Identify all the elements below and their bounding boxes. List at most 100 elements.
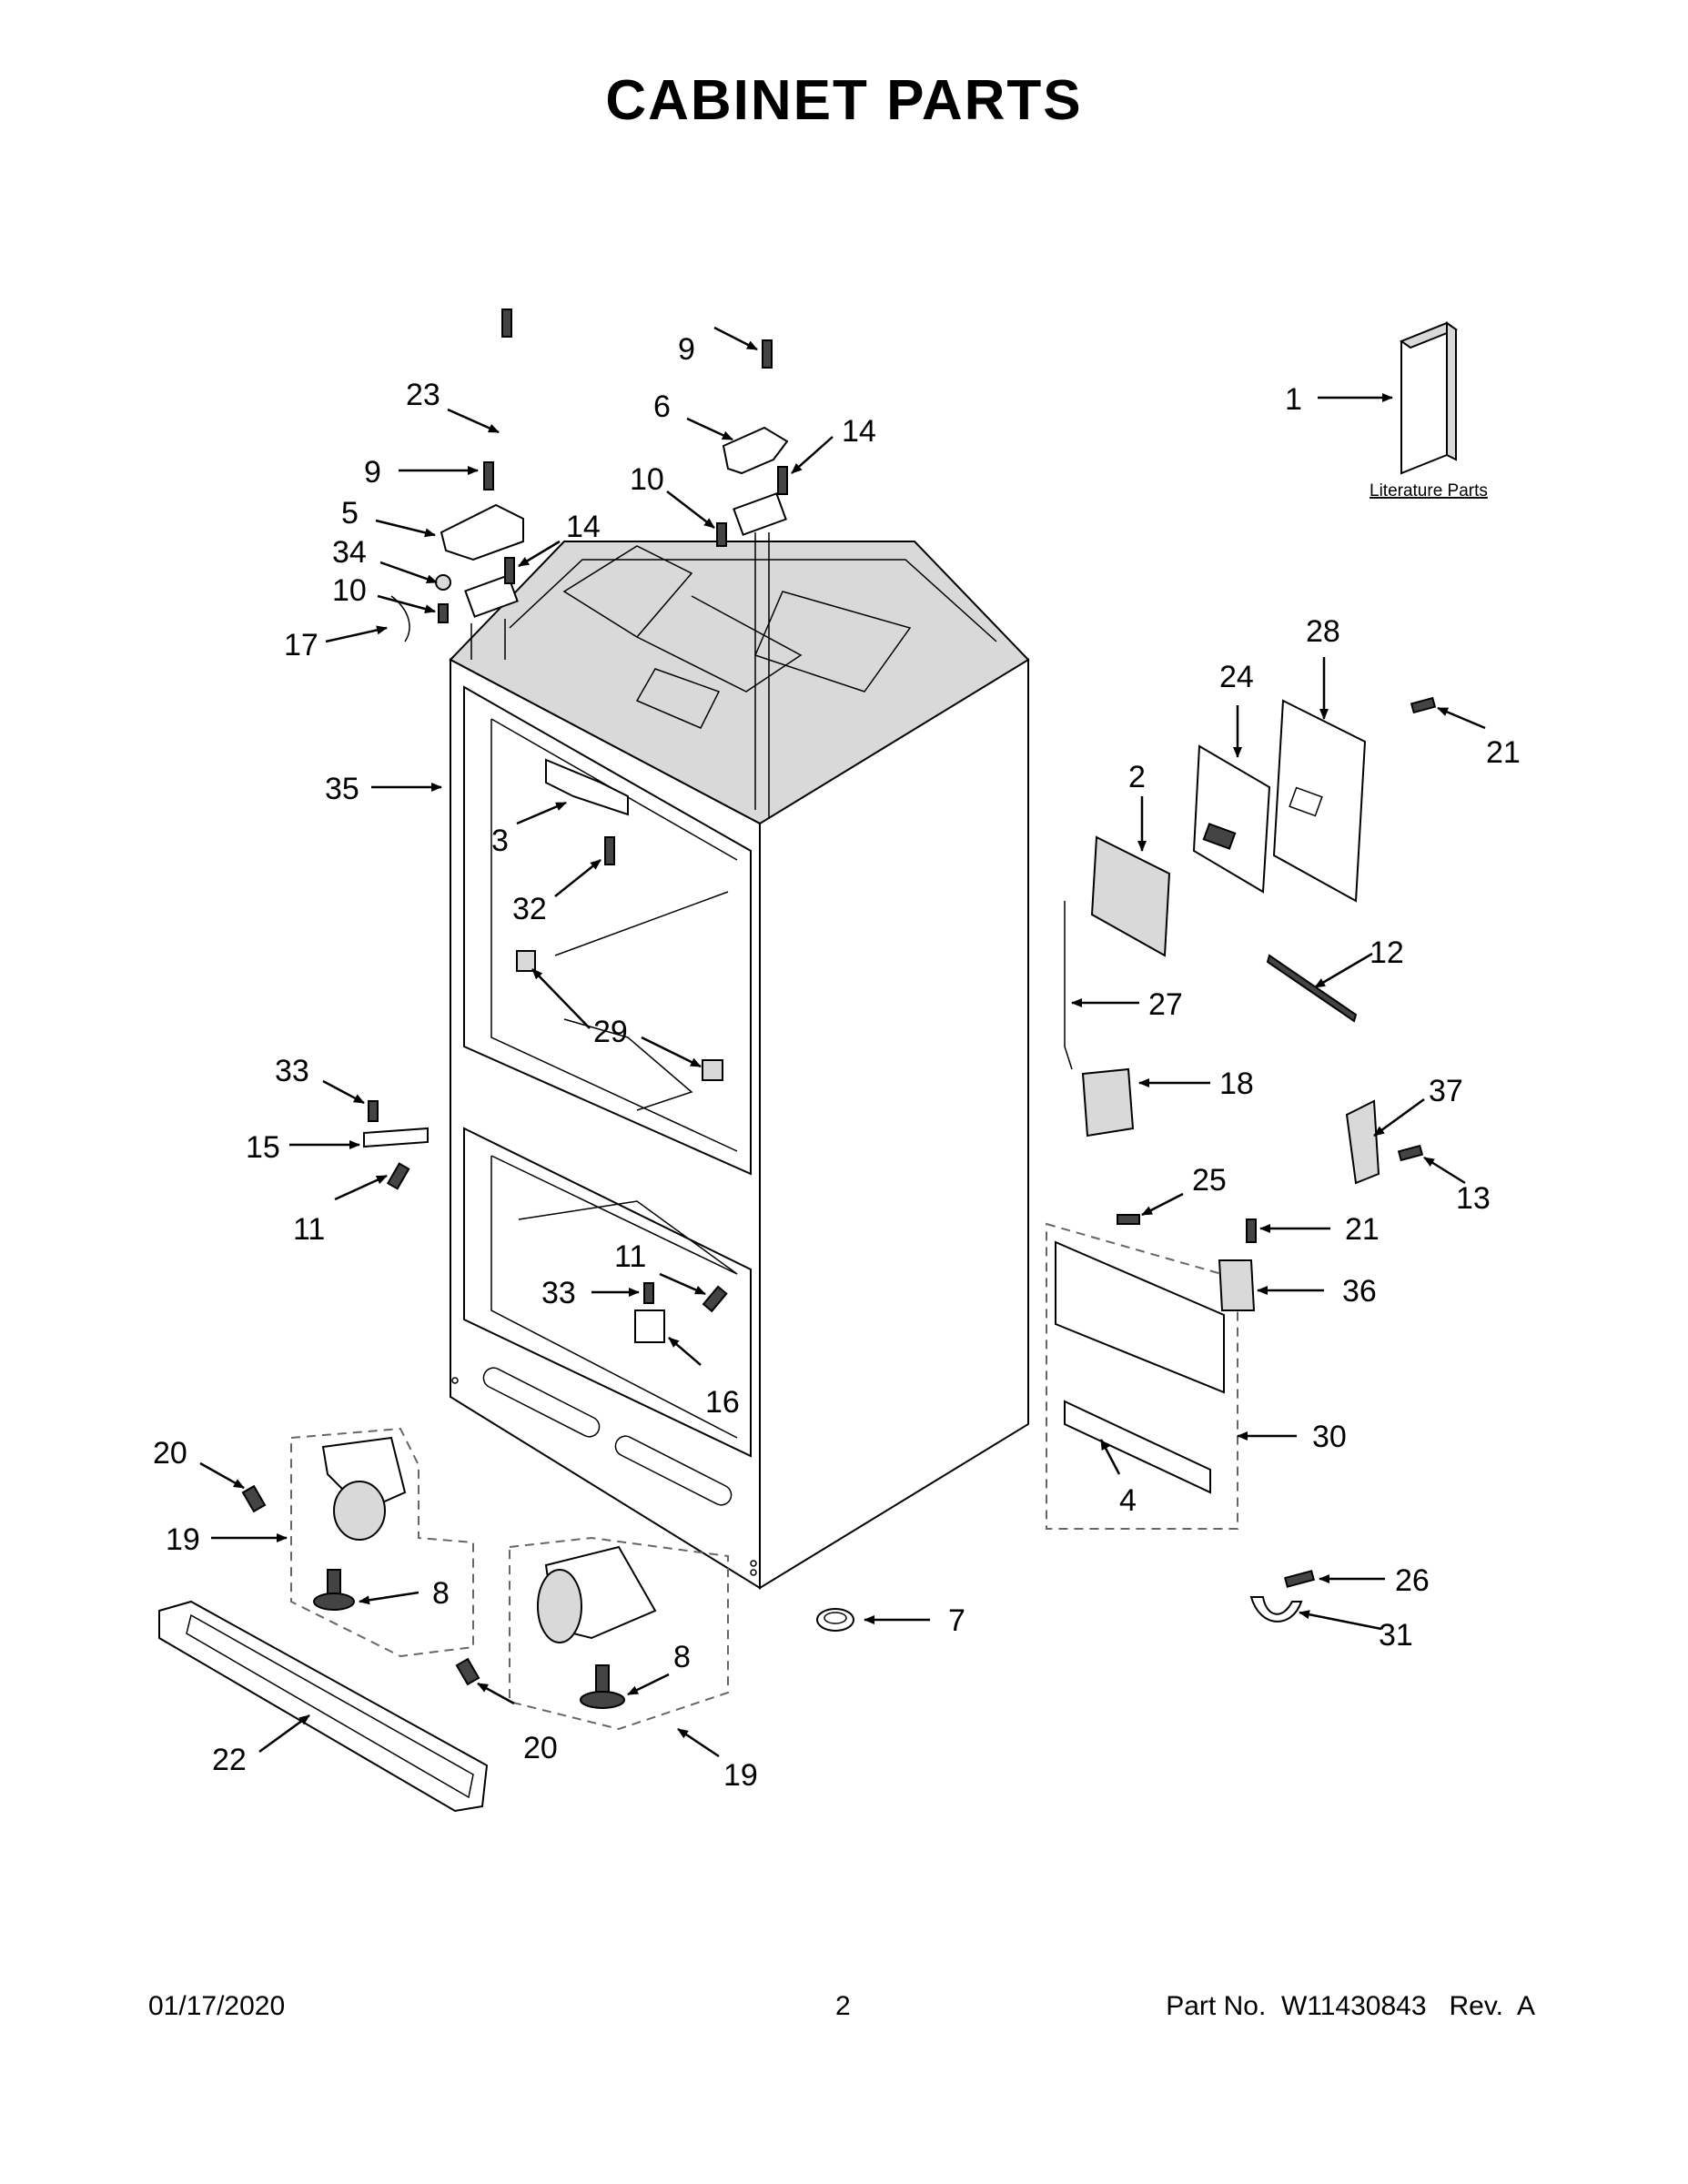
callout-c4: 4 — [1119, 1483, 1137, 1518]
part-18 — [1081, 1067, 1135, 1138]
callout-c22: 22 — [212, 1743, 247, 1777]
screw-25 — [1117, 1214, 1140, 1225]
bracket-37 — [1345, 1099, 1380, 1185]
cover-24 — [1192, 744, 1271, 894]
base-grille-22 — [158, 1600, 489, 1813]
part-29-lower — [702, 1059, 723, 1081]
right-bracket-group — [1345, 1099, 1424, 1185]
callout-c33a: 33 — [275, 1054, 309, 1088]
callout-c3: 3 — [491, 824, 509, 858]
callout-c36: 36 — [1342, 1274, 1377, 1309]
right-electronics-group — [1064, 696, 1437, 1138]
screw-21-bottom — [1246, 1218, 1257, 1243]
part-29-upper — [516, 950, 536, 972]
bushing-33-left — [368, 1100, 379, 1122]
callout-c35: 35 — [325, 772, 359, 806]
callout-c9b: 9 — [678, 332, 695, 367]
part-3 — [545, 758, 629, 816]
roller-wheel-center — [537, 1569, 582, 1643]
callout-c11b: 11 — [614, 1239, 646, 1274]
part-12 — [1266, 954, 1358, 1023]
interior-parts — [516, 758, 723, 1081]
callout-c17: 17 — [284, 628, 318, 662]
leveling-foot-left — [313, 1592, 355, 1611]
callout-c21a: 21 — [1486, 735, 1521, 770]
callout-c11a: 11 — [293, 1212, 325, 1247]
screw-9-center — [762, 339, 773, 369]
screw-14-center — [777, 466, 788, 495]
part-36 — [1218, 1259, 1256, 1311]
roller-wheel-left — [333, 1481, 386, 1541]
control-board-2 — [1090, 835, 1171, 957]
right-lower-panel-group — [1046, 1214, 1257, 1530]
callout-c14a: 14 — [566, 510, 601, 544]
screw-20-left — [241, 1484, 267, 1513]
wire-27 — [1064, 901, 1073, 1070]
misc-parts — [816, 1570, 1316, 1632]
strip-4 — [1064, 1400, 1211, 1494]
screw-26 — [1283, 1570, 1316, 1588]
callout-c19a: 19 — [166, 1522, 200, 1557]
callout-c26: 26 — [1395, 1563, 1430, 1598]
hinge-15 — [363, 1127, 429, 1148]
panel-assembly-30 — [1046, 1222, 1238, 1530]
callout-c8a: 8 — [432, 1576, 450, 1611]
hinge-cover-5 — [440, 503, 524, 561]
callout-c32: 32 — [512, 892, 547, 926]
screw-20-center — [455, 1657, 480, 1686]
hinge-plate-center — [733, 492, 787, 536]
callout-c37: 37 — [1429, 1074, 1463, 1108]
cabinet-body — [449, 541, 1030, 1590]
callout-c29: 29 — [593, 1015, 628, 1049]
callout-c10b: 10 — [630, 462, 664, 497]
screw-21-top — [1410, 696, 1437, 714]
callout-c18: 18 — [1219, 1067, 1254, 1101]
callout-c16: 16 — [705, 1385, 740, 1420]
screw-10-center — [716, 522, 727, 547]
callout-c7: 7 — [948, 1603, 965, 1638]
callout-c25: 25 — [1192, 1163, 1227, 1198]
footer-page-number: 2 — [835, 1991, 851, 2021]
panel-30 — [1055, 1240, 1225, 1394]
callout-c33b: 33 — [541, 1276, 576, 1310]
hinge-cover-6 — [722, 426, 789, 475]
callouts: 1 2 3 4 5 6 7 8 8 9 9 10 10 11 11 12 13 — [153, 326, 1521, 1793]
callout-c8b: 8 — [673, 1640, 691, 1674]
wire-17 — [390, 595, 410, 642]
bushing-33-center — [643, 1282, 654, 1304]
callout-c19b: 19 — [723, 1758, 758, 1793]
callout-c20b: 20 — [523, 1731, 558, 1765]
callout-c2: 2 — [1128, 760, 1146, 794]
left-roller-group — [241, 1427, 474, 1658]
callout-c20a: 20 — [153, 1436, 187, 1471]
hinge-16 — [634, 1309, 665, 1343]
callout-c1: 1 — [1285, 382, 1302, 417]
top-center-hinge-group — [716, 339, 789, 819]
screw-13 — [1397, 1144, 1424, 1162]
cover-28 — [1272, 699, 1367, 903]
literature-parts-label: Literature Parts — [1370, 481, 1488, 500]
screw-11-center — [702, 1285, 728, 1313]
screw-23 — [501, 308, 512, 338]
screw-14-left — [504, 557, 515, 584]
callout-c10a: 10 — [332, 573, 367, 608]
callout-c21b: 21 — [1345, 1212, 1380, 1247]
callout-c23: 23 — [406, 378, 440, 412]
page-title: CABINET PARTS — [605, 69, 1083, 132]
callout-c5: 5 — [341, 496, 359, 531]
callout-c13: 13 — [1456, 1181, 1491, 1216]
leveling-foot-center — [580, 1691, 625, 1709]
callout-c12: 12 — [1370, 935, 1404, 970]
callout-c34: 34 — [332, 535, 367, 570]
middle-left-hinge-group — [363, 1100, 429, 1190]
callout-c15: 15 — [246, 1130, 280, 1165]
callout-c31: 31 — [1379, 1618, 1413, 1653]
callout-c27: 27 — [1148, 987, 1183, 1022]
middle-center-hinge-group — [634, 1282, 728, 1343]
hinge-plate-left — [464, 574, 519, 618]
callout-c24: 24 — [1219, 660, 1254, 694]
callout-c6: 6 — [653, 389, 671, 424]
bushing-34 — [435, 574, 451, 591]
screw-10-left — [438, 603, 449, 623]
